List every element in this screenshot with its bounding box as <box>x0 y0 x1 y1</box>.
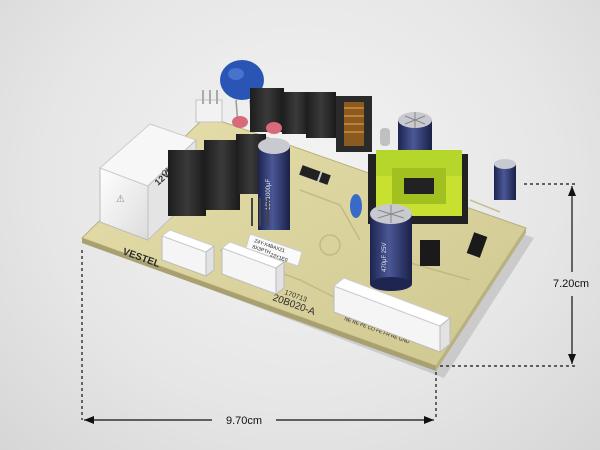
sticker-line2: 8X3PTH <box>251 244 271 256</box>
svg-text:⚠: ⚠ <box>116 194 125 205</box>
electrolytic-capacitor-large: 470μF 25V <box>370 204 412 291</box>
relay-rear-row <box>250 88 336 138</box>
pin-header-center <box>251 198 269 226</box>
diode <box>299 165 331 185</box>
transistor <box>466 232 488 258</box>
component-small-black <box>420 240 440 266</box>
pin-header-top <box>195 90 223 123</box>
connector-small-middle <box>220 241 286 295</box>
sticker-line3: 23Y1E0 <box>269 252 288 264</box>
electrolytic-capacitor-center: 16V1000μF <box>258 138 290 230</box>
width-label: 9.70cm <box>226 415 262 427</box>
svg-text:470μF 25V: 470μF 25V <box>382 243 388 272</box>
connector-small-left <box>160 229 216 277</box>
connector-large <box>333 277 451 354</box>
electrolytic-capacitor-small <box>494 159 516 200</box>
resistors <box>232 116 390 146</box>
height-label: 7.20cm <box>553 278 589 290</box>
choke-inductor <box>336 96 372 152</box>
svg-text:16V1000μF: 16V1000μF <box>266 179 272 210</box>
pcb-edge <box>82 238 436 371</box>
dimension-height <box>440 183 576 367</box>
small-blue-capacitor <box>350 194 362 218</box>
dimension-width <box>81 250 437 424</box>
